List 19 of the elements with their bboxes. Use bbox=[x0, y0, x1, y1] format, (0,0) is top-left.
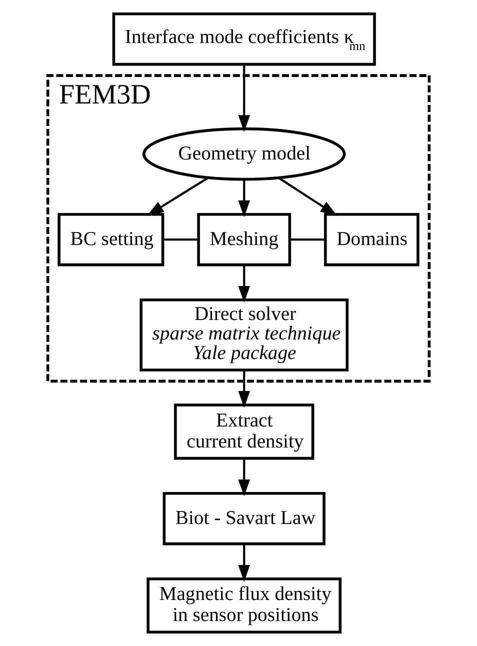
connector bbox=[290, 238, 326, 241]
arrow bbox=[238, 458, 250, 496]
arrow bbox=[238, 179, 250, 218]
arrow bbox=[238, 544, 250, 582]
connector bbox=[162, 238, 198, 241]
node-box: Biot - Savart Law bbox=[162, 492, 326, 546]
node-ellipse: Geometry model bbox=[142, 127, 346, 181]
arrow bbox=[146, 177, 208, 216]
node-box: Extract current density bbox=[174, 404, 314, 460]
node-box: Direct solver sparse matrix technique Yale package bbox=[140, 298, 349, 372]
node-box: Magnetic flux density in sensor positions bbox=[146, 577, 342, 634]
arrow bbox=[238, 64, 250, 132]
arrow bbox=[238, 265, 250, 303]
arrow bbox=[238, 370, 250, 408]
node-box: Interface mode coefficients κ$_{mn}$ bbox=[112, 12, 376, 66]
node-box: BC setting bbox=[58, 212, 164, 266]
node-box: Domains bbox=[324, 212, 420, 266]
node-box: Meshing bbox=[197, 212, 292, 266]
arrow bbox=[278, 177, 338, 216]
